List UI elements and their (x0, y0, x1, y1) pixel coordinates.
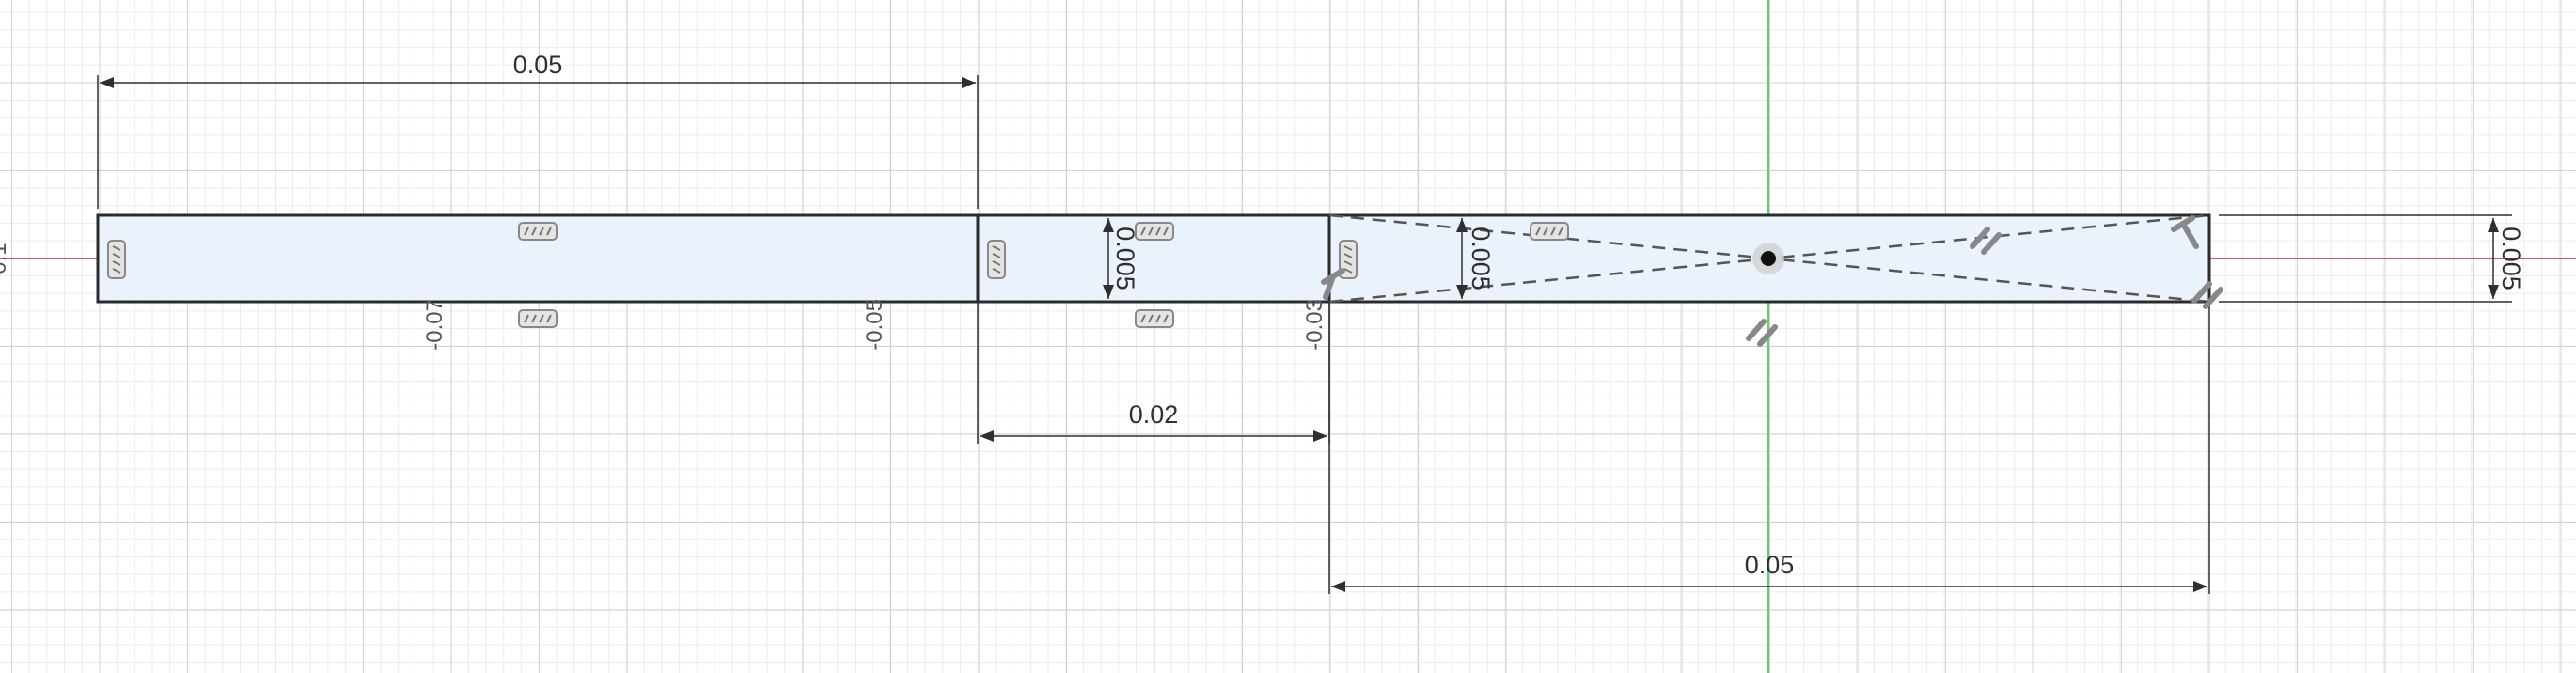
perpendicular-constraint-icon[interactable] (2171, 215, 2199, 249)
horizontal-constraint-icon[interactable] (1135, 309, 1174, 328)
horizontal-constraint-icon[interactable] (518, 309, 558, 328)
dimension-mid-height-label: 0.005 (1111, 227, 1139, 290)
parallel-constraint-icon[interactable] (1746, 319, 1778, 347)
vertical-constraint-icon[interactable] (987, 240, 1006, 279)
dimension-mid-width-label: 0.02 (1129, 400, 1179, 429)
dimension-outer-height[interactable]: 0.005 (2219, 214, 2525, 303)
axis-tick-label-fragment: 0.1 (0, 243, 11, 274)
horizontal-constraint-icon[interactable] (518, 222, 558, 241)
dimension-right-inner-height[interactable]: 0.005 (1456, 218, 1495, 299)
dimension-mid-height[interactable]: 0.005 (1103, 218, 1139, 299)
axis-tick-label: -0.05 (862, 299, 887, 351)
profile-middle[interactable] (976, 213, 1331, 304)
parallel-constraint-icon[interactable] (2191, 281, 2223, 309)
dimension-right-width-label: 0.05 (1745, 551, 1795, 579)
horizontal-constraint-icon[interactable] (1135, 222, 1174, 241)
parallel-constraint-icon[interactable] (1970, 227, 2002, 255)
axis-tick-label: -0.03 (1302, 299, 1327, 351)
dimension-right-inner-height-label: 0.005 (1467, 227, 1495, 290)
vertical-constraint-icon[interactable] (107, 240, 126, 279)
horizontal-constraint-icon[interactable] (1530, 222, 1569, 241)
dimension-left-width[interactable]: 0.05 (97, 51, 979, 209)
dimension-right-width[interactable]: 0.05 (1328, 302, 2210, 594)
dimension-outer-height-label: 0.005 (2497, 227, 2525, 290)
perpendicular-constraint-icon[interactable] (1321, 268, 1345, 300)
dimension-left-width-label: 0.05 (513, 51, 563, 79)
axis-tick-label: -0.07 (422, 299, 448, 351)
